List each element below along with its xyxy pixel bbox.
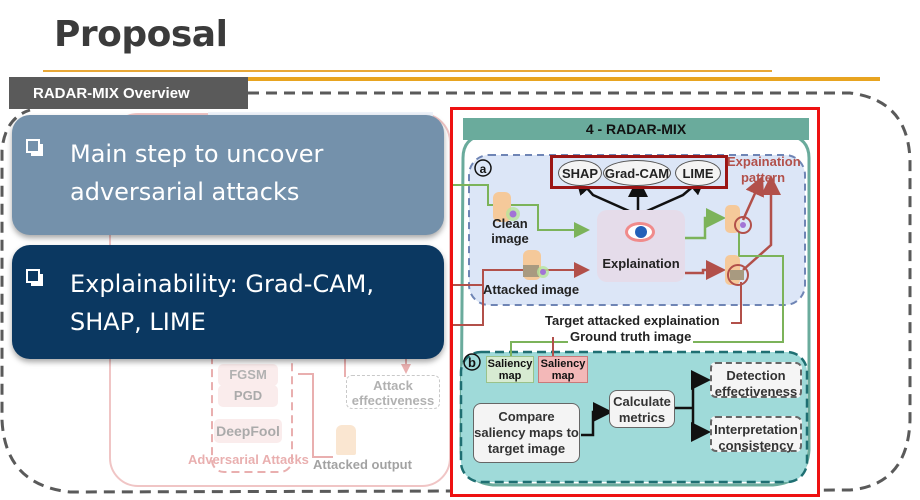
adversarial-attacks-label: Adversarial Attacks	[188, 452, 309, 467]
checkbox-icon	[26, 139, 43, 156]
section-tab: RADAR-MIX Overview	[9, 77, 248, 109]
section-rule	[248, 77, 880, 81]
interpretation-consistency-node: Interpretation consistency	[710, 416, 802, 453]
attacked-image-label: Attacked image	[483, 282, 580, 297]
radar-mix-panel: b a 4 - RADAR-MIX SHAP Grad-CAM LIME Exp…	[450, 107, 820, 497]
checkbox-icon	[26, 269, 43, 286]
section-a-marker: a	[480, 162, 487, 176]
section-b-marker: b	[468, 355, 476, 370]
methods-box: SHAP Grad-CAM LIME	[550, 155, 728, 189]
bullet-box-2: Explainability: Grad-CAM, SHAP, LIME	[12, 245, 444, 359]
target-attacked-explanation-label: Target attacked explaination	[543, 313, 722, 328]
hand-icon	[336, 425, 356, 455]
saliency-map-clean: Saliency map	[486, 356, 534, 383]
attack-deepfool: DeepFool	[214, 419, 282, 443]
method-lime: LIME	[675, 160, 721, 186]
explanation-pattern-label: Expaination pattern	[727, 154, 801, 185]
attacked-output-label: Attacked output	[313, 457, 412, 472]
attack-effectiveness-box: Attack effectiveness	[346, 375, 440, 409]
attack-fgsm: FGSM	[218, 364, 278, 386]
title-underline	[43, 70, 772, 72]
clean-image-label: Clean image	[491, 216, 529, 246]
bullet-text: Explainability: Grad-CAM, SHAP, LIME	[70, 270, 374, 336]
method-shap: SHAP	[558, 160, 602, 186]
saliency-map-attacked: Saliency map	[538, 356, 588, 383]
page-title: Proposal	[54, 14, 228, 55]
compare-saliency-node: Compare saliency maps to target image	[473, 403, 580, 463]
explanation-label: Explaination	[602, 256, 680, 271]
detection-effectiveness-node: Detection effectiveness	[710, 362, 802, 399]
eye-icon	[625, 222, 655, 242]
explanation-node: Explaination	[597, 210, 685, 282]
ground-truth-image-label: Ground truth image	[568, 329, 694, 344]
calculate-metrics-node: Calculate metrics	[609, 390, 675, 428]
bullet-text: Main step to uncover adversarial attacks	[70, 140, 324, 206]
attack-pgd: PGD	[218, 385, 278, 407]
method-grad-cam: Grad-CAM	[603, 160, 671, 186]
radar-mix-header: 4 - RADAR-MIX	[463, 118, 809, 140]
bullet-box-1: Main step to uncover adversarial attacks	[12, 115, 444, 235]
